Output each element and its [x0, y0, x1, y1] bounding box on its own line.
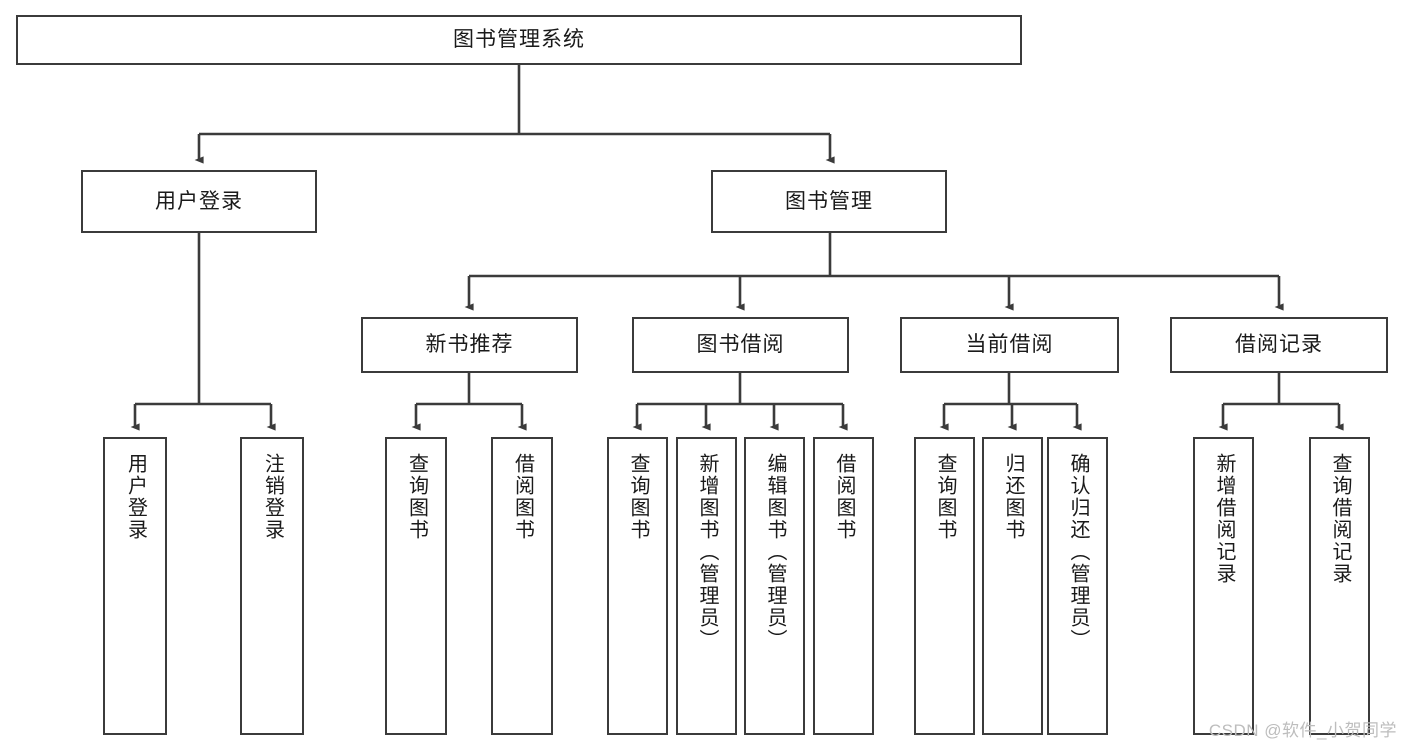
- leaf-label: 新增图书（管理员）: [696, 453, 718, 651]
- node-new-book-recommend[interactable]: 新书推荐: [361, 317, 578, 373]
- leaf-new-book-borrow[interactable]: 借阅图书: [491, 437, 553, 735]
- leaf-label: 新增借阅记录: [1213, 453, 1235, 585]
- node-root-system[interactable]: 图书管理系统: [16, 15, 1022, 65]
- leaf-label: 确认归还（管理员）: [1067, 453, 1089, 651]
- leaf-label: 查询图书: [934, 453, 956, 541]
- leaf-borrow-edit-book-admin[interactable]: 编辑图书（管理员）: [744, 437, 805, 735]
- leaf-label: 查询图书: [627, 453, 649, 541]
- leaf-record-add-record[interactable]: 新增借阅记录: [1193, 437, 1254, 735]
- node-current-borrow[interactable]: 当前借阅: [900, 317, 1119, 373]
- leaf-label: 借阅图书: [511, 453, 534, 541]
- leaf-current-return-book[interactable]: 归还图书: [982, 437, 1043, 735]
- leaf-label: 借阅图书: [833, 453, 855, 541]
- leaf-current-query-book[interactable]: 查询图书: [914, 437, 975, 735]
- leaf-label: 注销登录: [261, 453, 284, 541]
- node-book-borrow[interactable]: 图书借阅: [632, 317, 849, 373]
- csdn-watermark: CSDN @软件_小贺同学: [1208, 721, 1397, 740]
- leaf-label: 用户登录: [124, 453, 147, 541]
- leaf-new-book-query[interactable]: 查询图书: [385, 437, 447, 735]
- leaf-current-confirm-return-admin[interactable]: 确认归还（管理员）: [1047, 437, 1108, 735]
- leaf-borrow-borrow-book[interactable]: 借阅图书: [813, 437, 874, 735]
- node-user-login[interactable]: 用户登录: [81, 170, 317, 233]
- leaf-label: 查询图书: [405, 453, 428, 541]
- node-book-management[interactable]: 图书管理: [711, 170, 947, 233]
- leaf-borrow-add-book-admin[interactable]: 新增图书（管理员）: [676, 437, 737, 735]
- leaf-label: 归还图书: [1002, 453, 1024, 541]
- leaf-label: 查询借阅记录: [1329, 453, 1351, 585]
- leaf-user-login-signout[interactable]: 注销登录: [240, 437, 304, 735]
- leaf-label: 编辑图书（管理员）: [764, 453, 786, 651]
- leaf-user-login-signin[interactable]: 用户登录: [103, 437, 167, 735]
- node-borrow-record[interactable]: 借阅记录: [1170, 317, 1388, 373]
- leaf-record-query-record[interactable]: 查询借阅记录: [1309, 437, 1370, 735]
- leaf-borrow-query-book[interactable]: 查询图书: [607, 437, 668, 735]
